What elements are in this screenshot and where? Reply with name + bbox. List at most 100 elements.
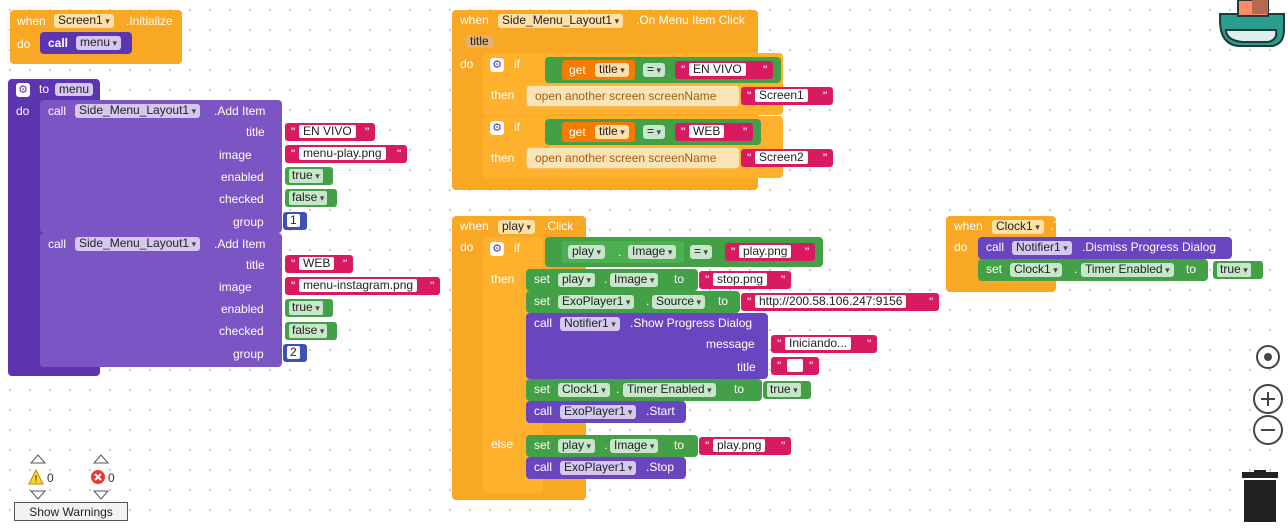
call-menu-block[interactable]: call menu — [40, 32, 132, 54]
component-dropdown[interactable]: Notifier1 — [1012, 241, 1072, 255]
boolean-block[interactable]: false — [285, 322, 337, 340]
text-value[interactable]: menu-play.png — [299, 147, 386, 160]
get-block[interactable]: get title — [562, 60, 635, 80]
text-value[interactable]: play.png — [739, 245, 792, 258]
text-block[interactable]: "WEB" — [285, 255, 353, 273]
text-value[interactable]: EN VIVO — [299, 125, 356, 138]
error-down-arrow-icon[interactable] — [92, 489, 110, 500]
component-dropdown[interactable]: Side_Menu_Layout1 — [75, 237, 201, 251]
open-screen-block-2[interactable]: open another screen screenName — [526, 147, 740, 169]
operator-dropdown[interactable]: = — [690, 245, 713, 259]
boolean-block[interactable]: true — [1213, 261, 1263, 279]
warning-down-arrow-icon[interactable] — [29, 489, 47, 500]
zoom-out-icon[interactable] — [1253, 415, 1283, 445]
number-value[interactable]: 2 — [287, 346, 300, 359]
component-dropdown[interactable]: Clock1 — [558, 383, 610, 397]
procedure-dropdown[interactable]: menu — [76, 36, 122, 50]
component-dropdown[interactable]: ExoPlayer1 — [560, 461, 637, 475]
open-screen-block-1[interactable]: open another screen screenName — [526, 85, 740, 107]
text-value[interactable]: EN VIVO — [689, 63, 746, 76]
component-dropdown[interactable]: Notifier1 — [560, 317, 620, 331]
set-timer-block[interactable]: set Clock1 . Timer Enabled to — [978, 259, 1208, 281]
text-block[interactable]: "Iniciando..." — [771, 335, 877, 353]
component-dropdown[interactable]: Clock1 — [1010, 263, 1062, 277]
set-block-4[interactable]: set play . Image to — [526, 435, 698, 457]
component-dropdown[interactable]: play — [558, 439, 596, 453]
exoplayer-stop-block[interactable]: call ExoPlayer1 .Stop — [526, 457, 686, 479]
text-value[interactable]: menu-instagram.png — [299, 279, 418, 292]
property-dropdown[interactable]: Image — [628, 245, 677, 259]
boolean-block[interactable]: true — [285, 299, 333, 317]
text-value[interactable]: WEB — [299, 257, 335, 270]
param-title[interactable]: title — [466, 35, 493, 48]
component-dropdown[interactable]: ExoPlayer1 — [558, 295, 635, 309]
trash-icon[interactable] — [1240, 470, 1280, 524]
text-block[interactable]: "EN VIVO" — [675, 61, 773, 79]
component-dropdown[interactable]: Side_Menu_Layout1 — [498, 14, 624, 28]
screen1-initialize-block[interactable]: when Screen1 .Initialize do call menu — [10, 10, 182, 64]
boolean-value[interactable]: true — [289, 169, 323, 183]
error-up-arrow-icon[interactable] — [92, 453, 110, 464]
text-value[interactable]: Screen2 — [755, 151, 808, 164]
text-block[interactable]: "Screen1" — [741, 87, 833, 105]
text-value[interactable]: stop.png — [713, 273, 768, 286]
add-item-block-2[interactable]: call Side_Menu_Layout1 .Add Item title i… — [40, 233, 282, 367]
text-block[interactable]: "WEB" — [675, 123, 753, 141]
component-dropdown[interactable]: Clock1 — [992, 220, 1044, 234]
recenter-icon[interactable] — [1256, 345, 1280, 369]
number-block[interactable]: 2 — [283, 344, 307, 362]
operator-dropdown[interactable]: = — [643, 125, 666, 139]
text-value[interactable]: Iniciando... — [785, 337, 852, 350]
number-value[interactable]: 1 — [287, 214, 300, 227]
boolean-block[interactable]: true — [285, 167, 333, 185]
variable-dropdown[interactable]: title — [595, 63, 629, 77]
number-block[interactable]: 1 — [283, 212, 307, 230]
boolean-value[interactable]: false — [289, 191, 328, 205]
dismiss-progress-block[interactable]: call Notifier1 .Dismiss Progress Dialog — [978, 237, 1232, 259]
text-block[interactable]: "" — [771, 357, 819, 375]
component-dropdown[interactable]: play — [558, 273, 596, 287]
add-item-block-1[interactable]: call Side_Menu_Layout1 .Add Item title i… — [40, 100, 282, 233]
boolean-value[interactable]: true — [767, 383, 801, 397]
property-dropdown[interactable]: Image — [610, 273, 659, 287]
compare-block[interactable]: get title = "WEB" — [545, 119, 761, 145]
set-block-3[interactable]: set Clock1 . Timer Enabled to — [526, 379, 762, 401]
component-dropdown[interactable]: play — [498, 220, 536, 234]
get-block[interactable]: get title — [562, 122, 635, 142]
property-dropdown[interactable]: Timer Enabled — [1081, 263, 1174, 277]
component-dropdown[interactable]: ExoPlayer1 — [560, 405, 637, 419]
property-dropdown[interactable]: Timer Enabled — [623, 383, 716, 397]
text-block[interactable]: "EN VIVO" — [285, 123, 375, 141]
boolean-value[interactable]: false — [289, 324, 328, 338]
text-block[interactable]: "menu-instagram.png" — [285, 277, 440, 295]
getter-block[interactable]: play . Image — [562, 241, 684, 263]
text-block[interactable]: "stop.png" — [699, 271, 791, 289]
procedure-name-field[interactable]: menu — [55, 83, 94, 96]
set-block-1[interactable]: set play . Image to — [526, 269, 698, 291]
text-block[interactable]: "Screen2" — [741, 149, 833, 167]
warning-up-arrow-icon[interactable] — [29, 453, 47, 464]
show-warnings-button[interactable]: Show Warnings — [14, 502, 128, 521]
component-dropdown[interactable]: Screen1 — [54, 14, 114, 28]
text-value[interactable]: WEB — [689, 125, 725, 138]
property-dropdown[interactable]: Image — [610, 439, 659, 453]
text-value[interactable]: play.png — [713, 439, 766, 452]
text-value[interactable]: Screen1 — [755, 89, 808, 102]
zoom-in-icon[interactable] — [1253, 384, 1283, 414]
text-block[interactable]: "http://200.58.106.247:9156" — [741, 293, 939, 311]
set-block-2[interactable]: set ExoPlayer1 . Source to — [526, 291, 740, 313]
variable-dropdown[interactable]: title — [595, 125, 629, 139]
text-block[interactable]: "play.png" — [699, 437, 791, 455]
show-progress-dialog-block[interactable]: call Notifier1 .Show Progress Dialog mes… — [526, 313, 768, 379]
operator-dropdown[interactable]: = — [643, 63, 666, 77]
component-dropdown[interactable]: play — [568, 245, 606, 259]
property-dropdown[interactable]: Source — [652, 295, 706, 309]
boolean-block[interactable]: false — [285, 189, 337, 207]
compare-block[interactable]: get title = "EN VIVO" — [545, 57, 781, 83]
text-value[interactable] — [787, 359, 803, 372]
boolean-value[interactable]: true — [1217, 263, 1251, 277]
gear-icon[interactable]: ⚙ — [490, 242, 504, 256]
text-block[interactable]: "menu-play.png" — [285, 145, 407, 163]
gear-icon[interactable]: ⚙ — [16, 83, 30, 97]
text-value[interactable]: http://200.58.106.247:9156 — [755, 295, 907, 308]
